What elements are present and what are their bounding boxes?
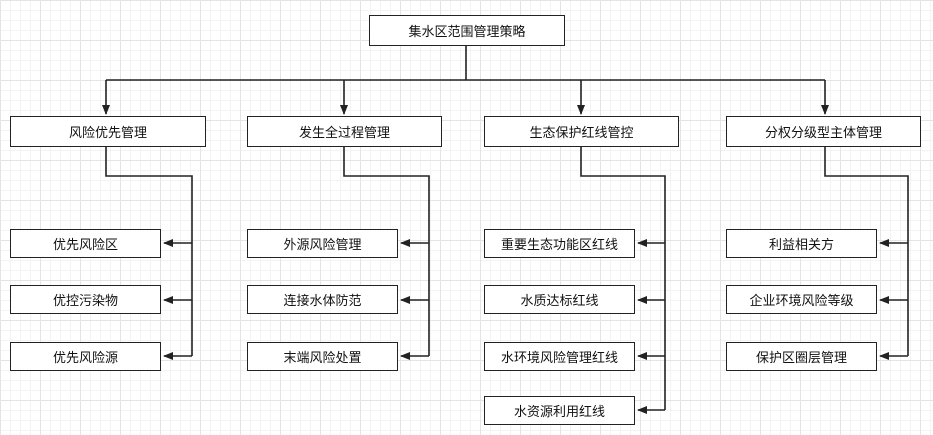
root-node: 集水区范围管理策略 — [369, 15, 565, 46]
branch-node-tiered-management: 分权分级型主体管理 — [726, 116, 921, 147]
leaf-node: 重要生态功能区红线 — [484, 229, 635, 258]
leaf-node: 外源风险管理 — [247, 229, 398, 258]
branch-1-spine — [105, 147, 193, 356]
leaf-node: 水质达标红线 — [484, 285, 635, 314]
leaf-node: 水环境风险管理红线 — [484, 342, 635, 371]
leaf-node: 优控污染物 — [10, 285, 161, 314]
leaf-node: 末端风险处置 — [247, 342, 398, 371]
leaf-node: 保护区圈层管理 — [726, 342, 877, 371]
branch-2-spine — [343, 147, 430, 356]
leaf-node: 优先风险源 — [10, 342, 161, 371]
leaf-node: 连接水体防范 — [247, 285, 398, 314]
leaf-node: 企业环境风险等级 — [726, 285, 877, 314]
leaf-node: 水资源利用红线 — [484, 396, 635, 425]
branch-node-risk-priority: 风险优先管理 — [10, 116, 206, 147]
leaf-node: 利益相关方 — [726, 229, 877, 258]
branch-node-ecological-redline: 生态保护红线管控 — [484, 116, 679, 147]
branch-4-spine — [824, 147, 909, 356]
branch-node-full-process: 发生全过程管理 — [247, 116, 442, 147]
leaf-node: 优先风险区 — [10, 229, 161, 258]
branch-3-spine — [580, 147, 666, 410]
